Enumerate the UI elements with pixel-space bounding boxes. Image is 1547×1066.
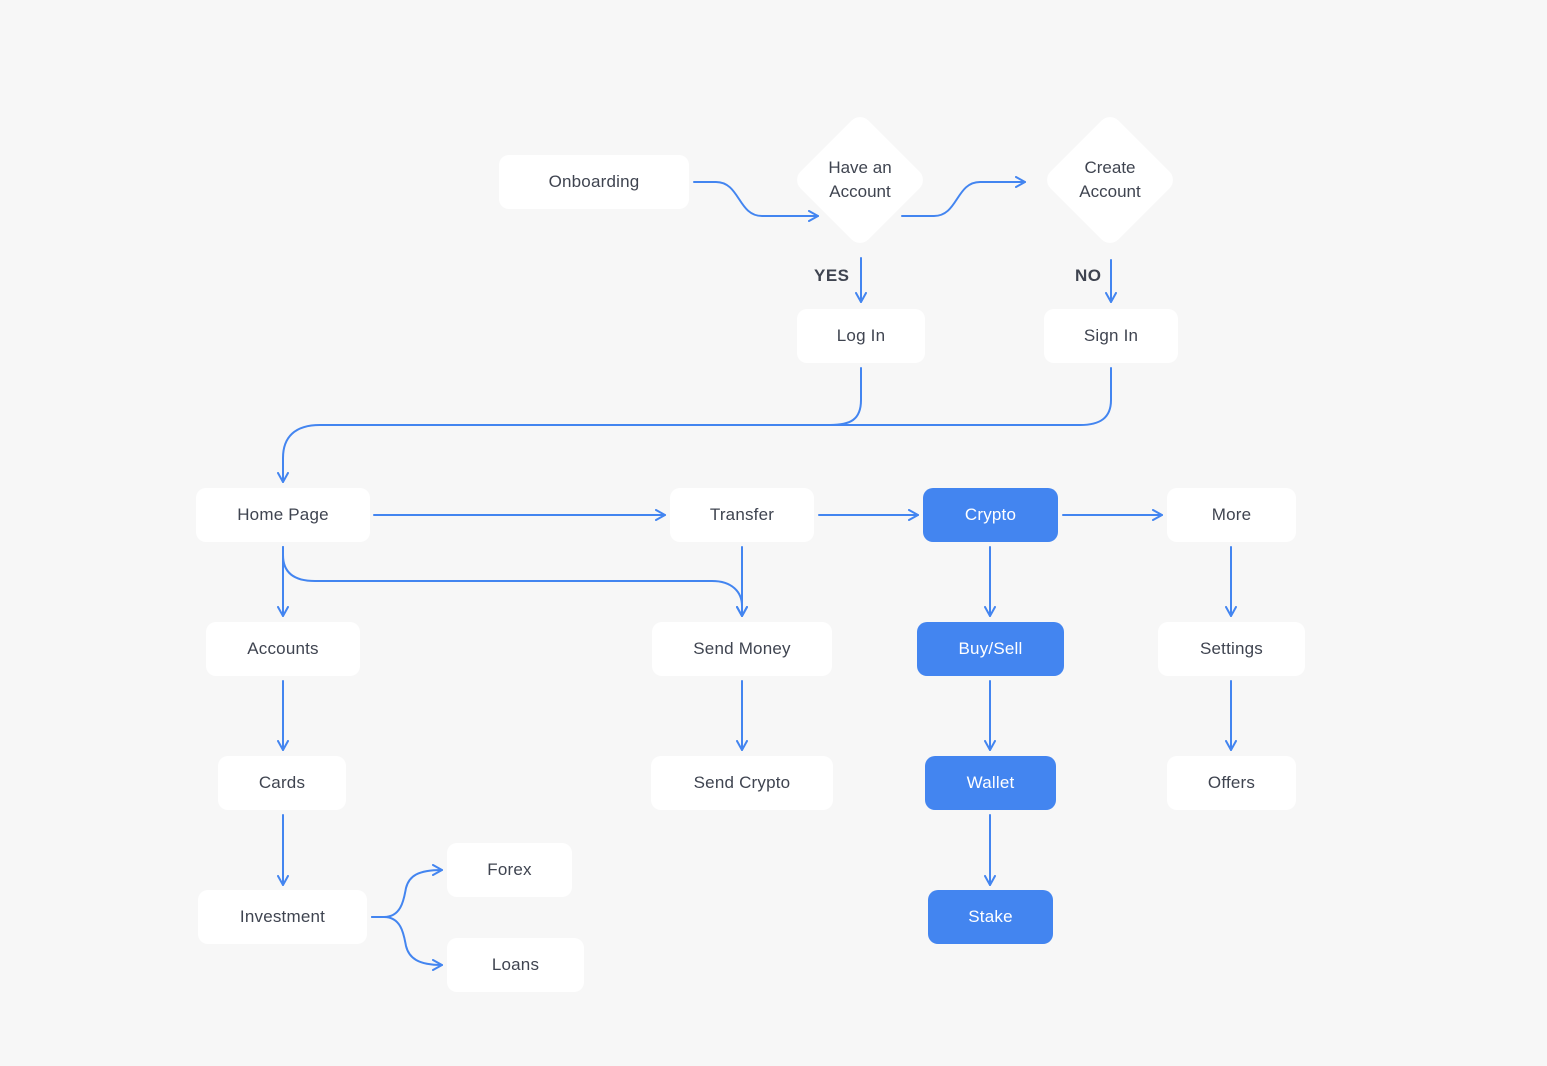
node-home-page[interactable]: Home Page [196, 488, 370, 542]
have-account-label-line1: Have an [828, 158, 892, 177]
node-more[interactable]: More [1167, 488, 1296, 542]
node-send-crypto[interactable]: Send Crypto [651, 756, 833, 810]
edge-investment-to-forex [371, 864, 443, 918]
edge-log-in-to-home [277, 367, 862, 483]
node-onboarding[interactable]: Onboarding [499, 155, 689, 209]
have-account-label: Have an Account [790, 156, 930, 204]
node-send-money[interactable]: Send Money [652, 622, 832, 676]
node-crypto[interactable]: Crypto [923, 488, 1058, 542]
node-loans[interactable]: Loans [447, 938, 584, 992]
node-cards[interactable]: Cards [218, 756, 346, 810]
node-investment[interactable]: Investment [198, 890, 367, 944]
node-wallet[interactable]: Wallet [925, 756, 1056, 810]
create-account-label-line2: Account [1079, 182, 1141, 201]
node-settings[interactable]: Settings [1158, 622, 1305, 676]
edge-sign-in-merge [789, 367, 1112, 426]
node-buy-sell[interactable]: Buy/Sell [917, 622, 1064, 676]
node-accounts[interactable]: Accounts [206, 622, 360, 676]
edge-have-account-to-create [901, 176, 1026, 217]
edge-investment-to-loans [371, 916, 443, 971]
edge-onboarding-to-have-account [693, 181, 819, 222]
create-account-label-line1: Create [1084, 158, 1136, 177]
node-stake[interactable]: Stake [928, 890, 1053, 944]
node-log-in[interactable]: Log In [797, 309, 925, 363]
node-sign-in[interactable]: Sign In [1044, 309, 1178, 363]
node-transfer[interactable]: Transfer [670, 488, 814, 542]
node-forex[interactable]: Forex [447, 843, 572, 897]
node-offers[interactable]: Offers [1167, 756, 1296, 810]
have-account-label-line2: Account [829, 182, 891, 201]
no-label: NO [1075, 266, 1102, 285]
create-account-label: Create Account [1040, 156, 1180, 204]
edge-home-to-send-money [282, 546, 748, 617]
yes-label: YES [814, 266, 850, 285]
